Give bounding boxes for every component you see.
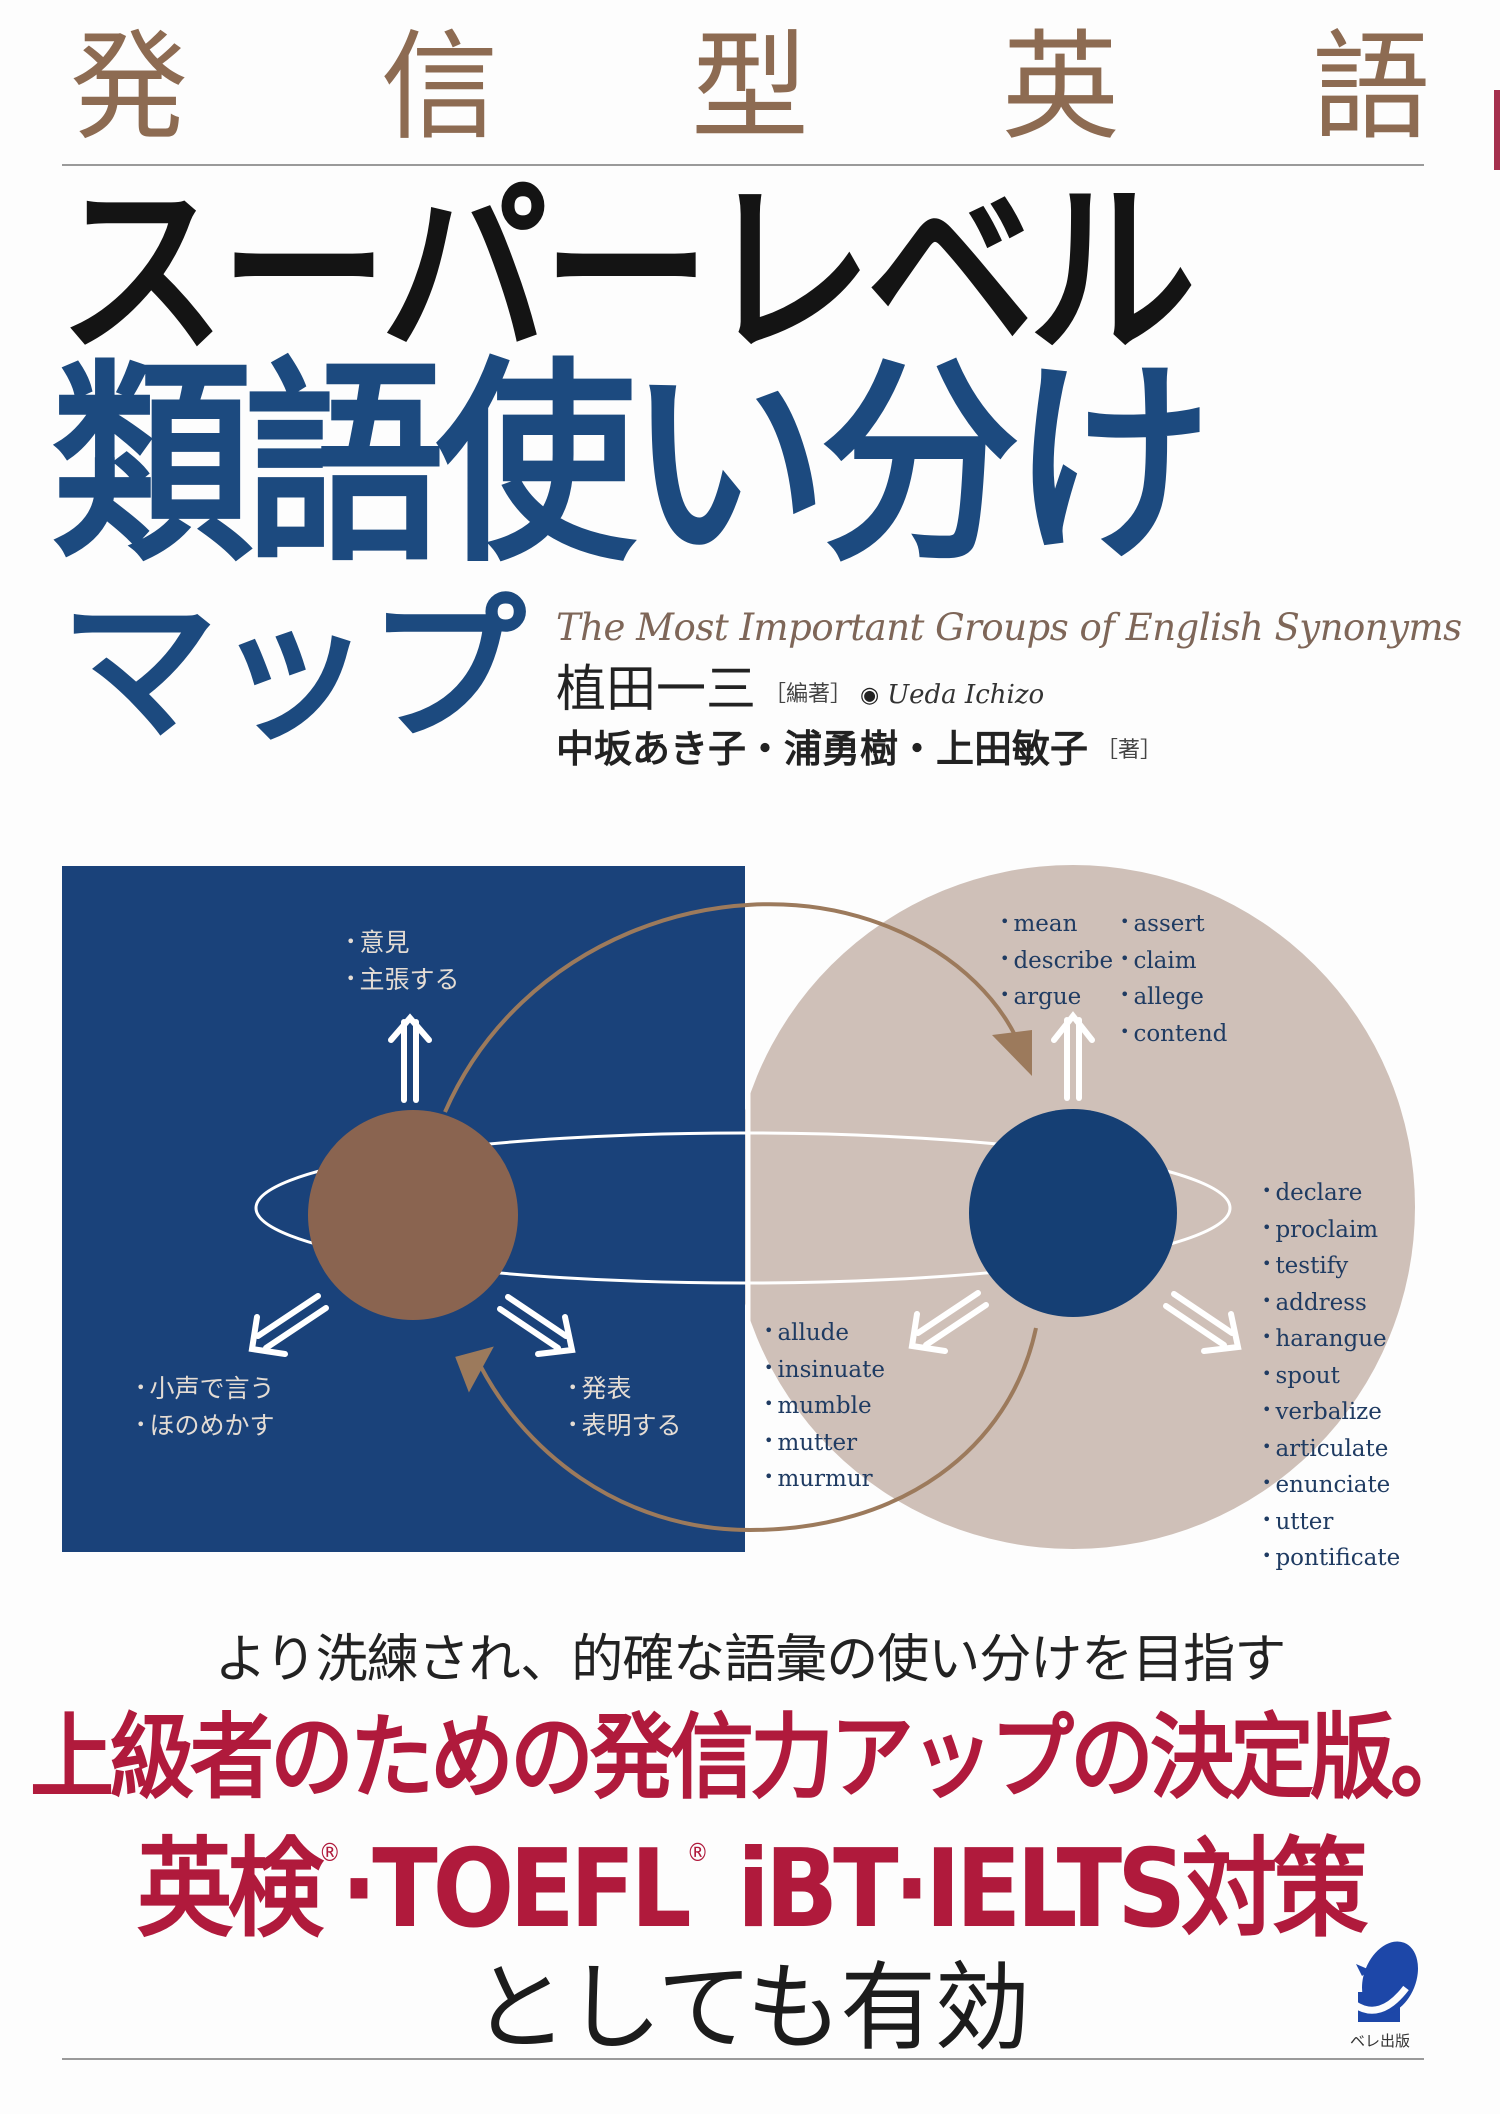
- publisher-logo: ベレ出版: [1340, 1940, 1420, 2051]
- editor-romaji: Ueda Ichizo: [887, 680, 1045, 710]
- book-title-line2: 類語使い分け: [52, 339, 1212, 592]
- label-item: •enunciate: [1262, 1472, 1391, 1498]
- label-item: •allude: [764, 1320, 850, 1346]
- arrow-curve-top: [443, 902, 1027, 1113]
- label-group-up-jp: •意見 •主張する: [346, 924, 459, 998]
- label-item: •小声で言う: [136, 1374, 275, 1403]
- double-arrow-up-right-icon: [1051, 1011, 1095, 1101]
- orbit-ellipse: [254, 1131, 1232, 1285]
- series-title-char: 語: [1311, 18, 1430, 156]
- authors-credit: 中坂あき子・浦勇樹・上田敏子 ［著］: [556, 730, 1162, 768]
- label-item: •describe: [1000, 947, 1114, 974]
- book-title-line3: マップ: [60, 579, 526, 763]
- label-item: •murmur: [764, 1466, 873, 1492]
- tagline: より洗練され、的確な語彙の使い分けを目指す: [214, 1630, 1286, 1690]
- headline-also-effective: としても有効: [471, 1952, 1030, 2064]
- editor-credit: 植田一三 ［編著］ ◉ Ueda Ichizo: [556, 664, 1044, 714]
- beret-logo-icon: [1352, 1941, 1418, 2022]
- label-item: •allege: [1120, 984, 1204, 1010]
- label-group-downright-en: •declare •proclaim •testify •address •ha…: [1262, 1174, 1400, 1576]
- label-group-downleft-en: •allude •insinuate •mumble •mutter •murm…: [764, 1314, 885, 1497]
- series-title-char: 英: [1001, 18, 1120, 156]
- label-item: •mutter: [764, 1429, 858, 1456]
- publisher-name: ベレ出版: [1349, 2032, 1410, 2050]
- navy-planet: [969, 1109, 1177, 1317]
- label-item: •pontificate: [1262, 1545, 1401, 1571]
- label-item: •insinuate: [764, 1356, 885, 1383]
- label-item: •spout: [1262, 1362, 1340, 1389]
- label-item: •mean: [1000, 911, 1078, 937]
- headline-exam-prep: 英検®·TOEFL® iBT·IELTS対策: [136, 1826, 1369, 1952]
- label-group-up-en-col2: •assert •claim •allege •contend: [1120, 905, 1227, 1051]
- label-group-up-en-col1: •mean •describe •argue: [1000, 905, 1113, 1015]
- label-item: •utter: [1262, 1508, 1334, 1535]
- english-subtitle: The Most Important Groups of English Syn…: [556, 606, 1462, 649]
- label-item: •address: [1262, 1289, 1367, 1316]
- double-arrow-up-left-icon: [388, 1013, 432, 1103]
- bullet-icon: ◉: [860, 683, 880, 708]
- top-divider: [62, 164, 1424, 166]
- label-item: •testify: [1262, 1253, 1349, 1279]
- double-arrow-downright-right-icon: [1163, 1291, 1242, 1354]
- series-title-char: 信: [380, 18, 499, 156]
- label-item: •declare: [1262, 1180, 1363, 1206]
- book-title-line1: スーパーレベル: [58, 162, 1196, 382]
- label-item: •mumble: [764, 1393, 872, 1419]
- label-group-downright-jp: •発表 •表明する: [568, 1370, 681, 1444]
- label-item: •claim: [1120, 947, 1197, 974]
- label-group-downleft-jp: •小声で言う •ほのめかす: [136, 1370, 274, 1444]
- arrowhead-bottom-icon: [455, 1346, 494, 1393]
- label-item: •proclaim: [1262, 1216, 1379, 1243]
- series-title-char: 発: [70, 18, 189, 156]
- synonym-map-diagram: [62, 865, 1415, 1552]
- double-arrow-downleft-left-icon: [248, 1293, 329, 1357]
- label-item: •主張する: [346, 965, 460, 994]
- label-item: •harangue: [1262, 1326, 1387, 1352]
- label-item: •assert: [1120, 911, 1205, 937]
- editor-name: 植田一三: [556, 660, 756, 718]
- bottom-divider: [62, 2058, 1424, 2060]
- editor-role: ［編著］: [764, 682, 853, 707]
- label-item: •意見: [346, 928, 410, 957]
- author-role: ［著］: [1096, 738, 1163, 763]
- label-item: •argue: [1000, 984, 1082, 1010]
- label-item: •articulate: [1262, 1435, 1389, 1462]
- arrowhead-top-icon: [992, 1030, 1032, 1076]
- double-arrow-downleft-right-icon: [908, 1290, 989, 1354]
- spine-edge-mark: [1494, 90, 1500, 170]
- author-names: 中坂あき子・浦勇樹・上田敏子: [556, 726, 1089, 771]
- double-arrow-downright-left-icon: [497, 1294, 576, 1357]
- arrow-curve-bottom: [473, 1327, 1038, 1533]
- registered-mark: ®: [318, 1839, 341, 1868]
- brown-planet: [308, 1110, 518, 1320]
- label-item: •ほのめかす: [136, 1411, 275, 1440]
- headline-definitive-edition: 上級者のための発信力アップの決定版。: [29, 1703, 1474, 1812]
- label-item: •発表: [568, 1374, 632, 1403]
- label-item: •contend: [1120, 1020, 1228, 1047]
- label-item: •表明する: [568, 1411, 682, 1440]
- label-item: •verbalize: [1262, 1399, 1382, 1425]
- series-title-char: 型: [690, 18, 809, 156]
- series-title: 発 信 型 英 語: [70, 28, 1430, 146]
- registered-mark: ®: [686, 1839, 709, 1868]
